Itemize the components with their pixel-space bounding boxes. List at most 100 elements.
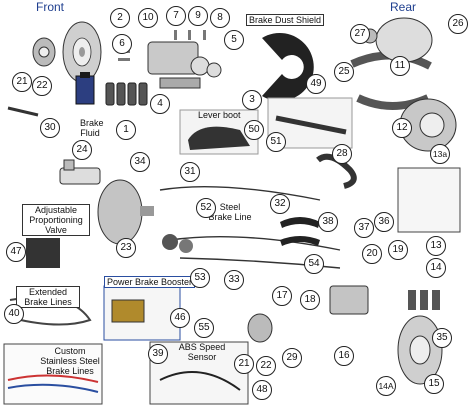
callout-52[interactable]: 52 [196,198,216,218]
axle-bolt [7,106,39,117]
callout-16[interactable]: 16 [334,346,354,366]
steel-brake-line-label: Steel Brake Line [206,202,254,222]
callout-40[interactable]: 40 [4,304,24,324]
rear-hub [247,313,273,343]
callout-31[interactable]: 31 [180,162,200,182]
callout-22-front[interactable]: 22 [32,76,52,96]
callout-11[interactable]: 11 [390,56,410,76]
callout-14A[interactable]: 14A [376,376,396,396]
callout-3[interactable]: 3 [242,90,262,110]
callout-35[interactable]: 35 [432,328,452,348]
adj-valve-line1: Adjustable [34,205,78,215]
callout-21-rear[interactable]: 21 [234,354,254,374]
front-header: Front [36,0,65,14]
callout-18[interactable]: 18 [300,290,320,310]
lever-boot [179,109,259,155]
callout-46[interactable]: 46 [170,308,190,328]
rear-header: Rear [390,0,417,14]
adjustable-valve-label: Adjustable Proportioning Valve [22,204,90,236]
callout-54[interactable]: 54 [304,254,324,274]
power-booster-label: Power Brake Booster [104,276,196,288]
callout-9[interactable]: 9 [188,6,208,26]
callout-24[interactable]: 24 [72,140,92,160]
callout-34[interactable]: 34 [130,152,150,172]
callout-32[interactable]: 32 [270,194,290,214]
rear-backing-plate [362,17,433,63]
callout-2[interactable]: 2 [110,8,130,28]
callout-7[interactable]: 7 [166,6,186,26]
custom-line3: Brake Lines [46,366,94,376]
brake-fluid-label: Brake Fluid [80,118,104,138]
callout-38[interactable]: 38 [318,212,338,232]
abs-sensor-label: ABS Speed Sensor [174,342,230,362]
callout-48[interactable]: 48 [252,380,272,400]
brake-shoes-pair [280,217,320,246]
custom-lines-box [3,343,103,405]
abs-line2: Sensor [187,352,217,362]
callout-29[interactable]: 29 [282,348,302,368]
callout-15[interactable]: 15 [424,374,444,394]
callout-33[interactable]: 33 [224,270,244,290]
callout-39[interactable]: 39 [148,344,168,364]
steel-line-line1: Steel [219,202,241,212]
callout-30[interactable]: 30 [40,118,60,138]
front-hub [32,37,56,67]
callout-13a[interactable]: 13a [430,144,450,164]
callout-8[interactable]: 8 [210,8,230,28]
brake-hose-kit [162,234,193,253]
ext-lines-line2: Brake Lines [24,297,72,307]
custom-lines-label: Custom Stainless Steel Brake Lines [34,346,106,376]
callout-23[interactable]: 23 [116,238,136,258]
callout-17[interactable]: 17 [272,286,292,306]
callout-27[interactable]: 27 [350,24,370,44]
callout-1[interactable]: 1 [116,120,136,140]
callout-13[interactable]: 13 [426,236,446,256]
brake-fluid-line1: Brake [80,118,104,128]
callout-14[interactable]: 14 [426,258,446,278]
master-cylinder [59,159,101,185]
callout-51[interactable]: 51 [266,132,286,152]
callout-5[interactable]: 5 [224,30,244,50]
adj-valve-line2: Proportioning [29,215,83,225]
steel-line-line2: Brake Line [208,212,252,222]
callout-19[interactable]: 19 [388,240,408,260]
callout-4[interactable]: 4 [150,94,170,114]
abs-line1: ABS Speed [178,342,226,352]
hardware-kit [397,167,461,233]
callout-6[interactable]: 6 [112,34,132,54]
brake-dust-shield-label: Brake Dust Shield [246,14,325,26]
rear-rotor [397,315,443,385]
lever-boot-label: Lever boot [198,110,241,120]
callout-37[interactable]: 37 [354,218,374,238]
front-caliper [147,41,222,89]
brake-fluid-line2: Fluid [80,128,100,138]
rear-drum [399,98,457,152]
callout-20[interactable]: 20 [362,244,382,264]
callout-12[interactable]: 12 [392,118,412,138]
brake-pads [105,82,148,106]
adj-valve-line3: Valve [45,225,67,235]
extended-lines-label: Extended Brake Lines [16,286,80,308]
callout-47[interactable]: 47 [6,242,26,262]
brake-booster [97,179,154,245]
callout-53[interactable]: 53 [190,268,210,288]
ext-lines-line1: Extended [28,287,68,297]
custom-line1: Custom [54,346,86,356]
callout-26[interactable]: 26 [448,14,468,34]
callout-50[interactable]: 50 [244,120,264,140]
hose-arm [316,153,357,189]
front-rotor [62,21,102,83]
brake-fluid-bottle [75,72,95,105]
callout-28[interactable]: 28 [332,144,352,164]
callout-49[interactable]: 49 [306,74,326,94]
callout-22-rear[interactable]: 22 [256,356,276,376]
callout-25[interactable]: 25 [334,62,354,82]
proportioning-valve [26,238,60,268]
callout-36[interactable]: 36 [374,212,394,232]
custom-line2: Stainless Steel [40,356,100,366]
callout-21-front[interactable]: 21 [12,72,32,92]
callout-10[interactable]: 10 [138,8,158,28]
callout-55[interactable]: 55 [194,318,214,338]
dust-shield [262,33,314,101]
